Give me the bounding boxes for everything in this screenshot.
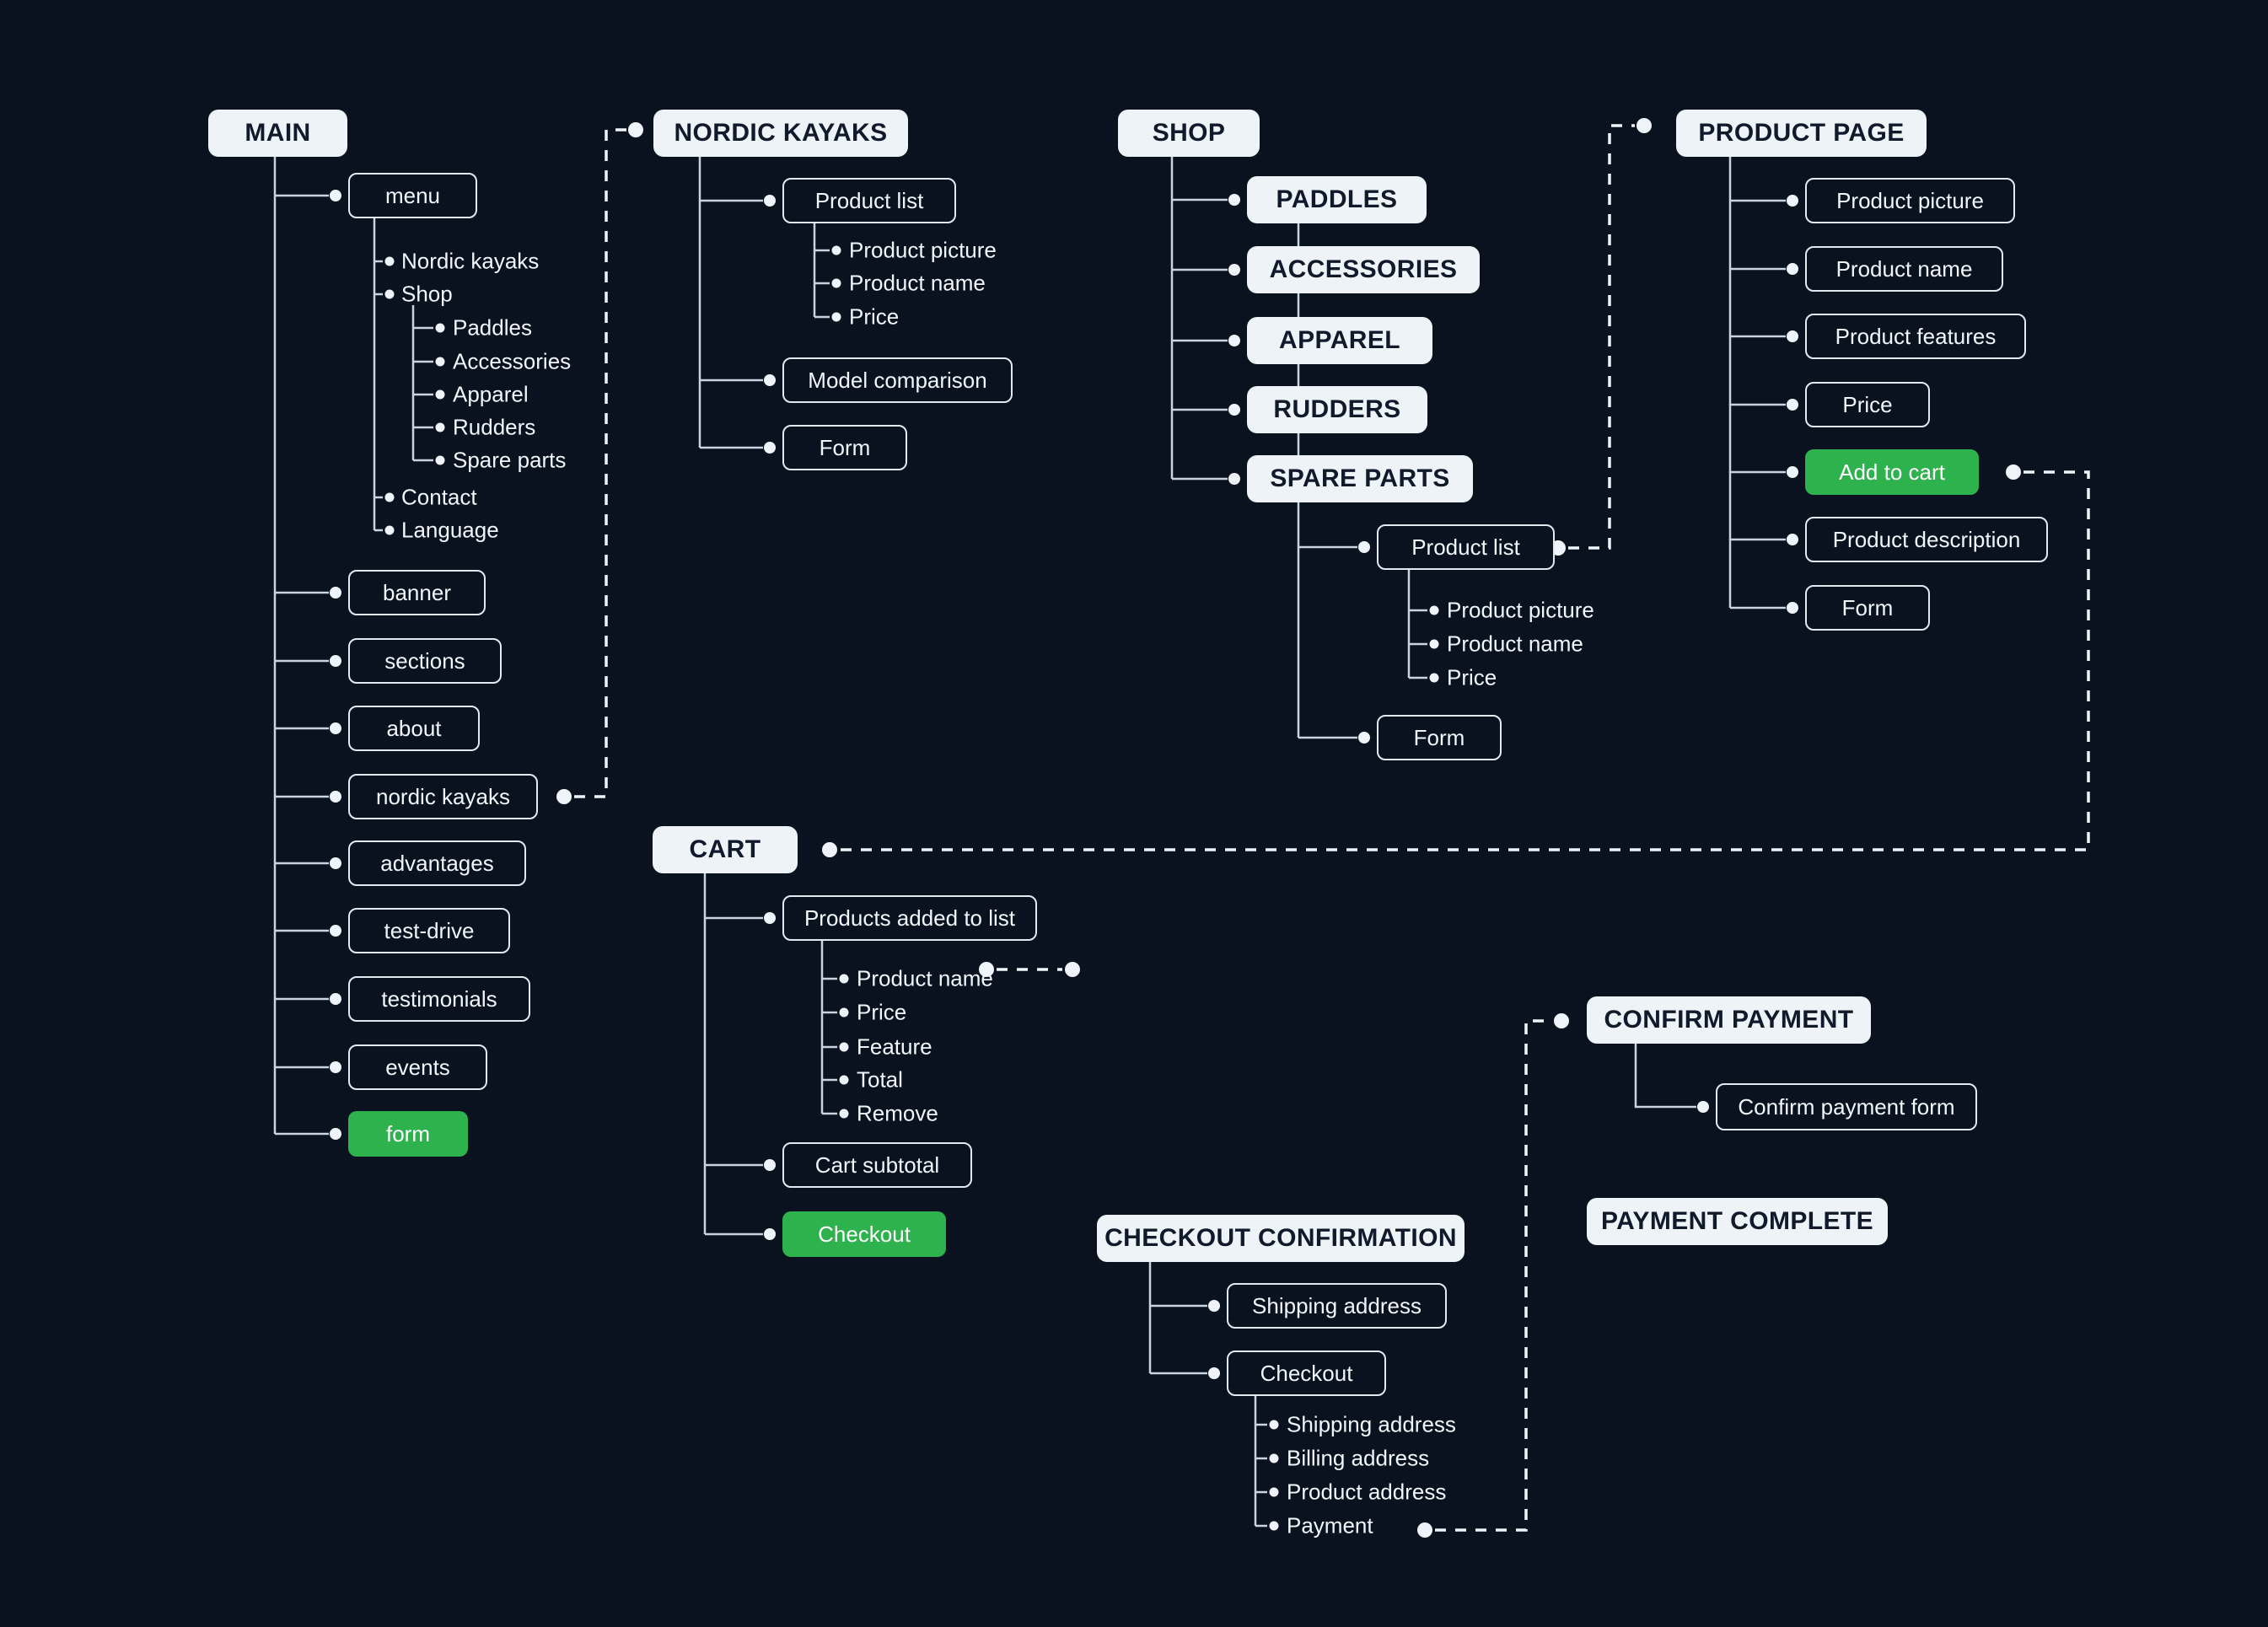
cart-leaf-price: Price [857, 999, 907, 1025]
menu-item-rudders: Rudders [453, 414, 536, 440]
shop-leaf-price: Price [1447, 664, 1497, 690]
pp-add-to-cart-node: Add to cart [1805, 449, 1979, 495]
cart-products-node: Products added to list [782, 895, 1037, 941]
section-node-banner: banner [348, 570, 486, 615]
shop-category-spare-parts: SPARE PARTS [1247, 455, 1473, 502]
shop-category-accessories: ACCESSORIES [1247, 246, 1480, 293]
nk-model-comparison-node: Model comparison [782, 357, 1013, 403]
pp-product-features-node: Product features [1805, 314, 2026, 359]
nk-form-node: Form [782, 425, 907, 470]
shop-category-paddles: PADDLES [1247, 176, 1427, 223]
section-node-events: events [348, 1044, 487, 1090]
shop-category-rudders: RUDDERS [1247, 386, 1427, 433]
nk-leaf-product-picture: Product picture [849, 237, 997, 263]
section-node-test-drive: test-drive [348, 908, 510, 953]
section-node-menu: menu [348, 173, 477, 218]
cart-checkout-node: Checkout [782, 1211, 946, 1257]
section-node-about: about [348, 706, 480, 751]
cc-leaf-product-address: Product address [1287, 1479, 1447, 1505]
cart-leaf-total: Total [857, 1066, 903, 1093]
page-node-nordic-kayaks: NORDIC KAYAKS [653, 110, 908, 157]
page-node-main: MAIN [208, 110, 347, 157]
menu-item-nordic-kayaks: Nordic kayaks [401, 248, 540, 274]
menu-item-language: Language [401, 517, 499, 543]
menu-item-accessories: Accessories [453, 348, 572, 374]
shop-category-apparel: APPAREL [1247, 317, 1432, 364]
page-node-checkout-confirmation: CHECKOUT CONFIRMATION [1097, 1215, 1465, 1262]
section-node-advantages: advantages [348, 840, 526, 886]
menu-item-apparel: Apparel [453, 381, 529, 407]
cc-leaf-billing-address: Billing address [1287, 1445, 1430, 1471]
nk-leaf-price: Price [849, 303, 900, 330]
cart-leaf-feature: Feature [857, 1034, 932, 1060]
nk-product-list-node: Product list [782, 178, 956, 223]
menu-item-contact: Contact [401, 484, 477, 510]
pp-product-picture-node: Product picture [1805, 178, 2015, 223]
page-node-product-page: PRODUCT PAGE [1676, 110, 1927, 157]
section-node-form: form [348, 1111, 468, 1157]
cc-leaf-payment: Payment [1287, 1512, 1373, 1538]
page-node-confirm-payment: CONFIRM PAYMENT [1587, 996, 1871, 1044]
nk-leaf-product-name: Product name [849, 270, 986, 296]
cc-checkout-node: Checkout [1227, 1350, 1386, 1396]
shop-leaf-product-picture: Product picture [1447, 597, 1594, 623]
menu-item-spare-parts: Spare parts [453, 447, 567, 473]
cc-shipping-address-node: Shipping address [1227, 1283, 1447, 1329]
section-node-sections: sections [348, 638, 502, 684]
page-node-payment-complete: PAYMENT COMPLETE [1587, 1198, 1888, 1245]
section-node-nordic-kayaks: nordic kayaks [348, 774, 538, 819]
pp-product-description-node: Product description [1805, 517, 2048, 562]
page-node-cart: CART [653, 826, 798, 873]
shop-form-node: Form [1377, 715, 1502, 760]
section-node-testimonials: testimonials [348, 976, 530, 1022]
pp-price-node: Price [1805, 382, 1930, 427]
cart-leaf-remove: Remove [857, 1100, 938, 1126]
cart-leaf-product-name: Product name [857, 965, 993, 991]
pp-form-node: Form [1805, 585, 1930, 631]
confirm-payment-form-node: Confirm payment form [1716, 1083, 1977, 1130]
menu-item-shop: Shop [401, 281, 453, 307]
cc-leaf-shipping-address: Shipping address [1287, 1411, 1456, 1437]
cart-subtotal-node: Cart subtotal [782, 1142, 972, 1188]
pp-product-name-node: Product name [1805, 246, 2003, 292]
menu-item-paddles: Paddles [453, 314, 532, 341]
page-node-shop: SHOP [1118, 110, 1260, 157]
shop-product-list-node: Product list [1377, 524, 1555, 570]
shop-leaf-product-name: Product name [1447, 631, 1583, 657]
